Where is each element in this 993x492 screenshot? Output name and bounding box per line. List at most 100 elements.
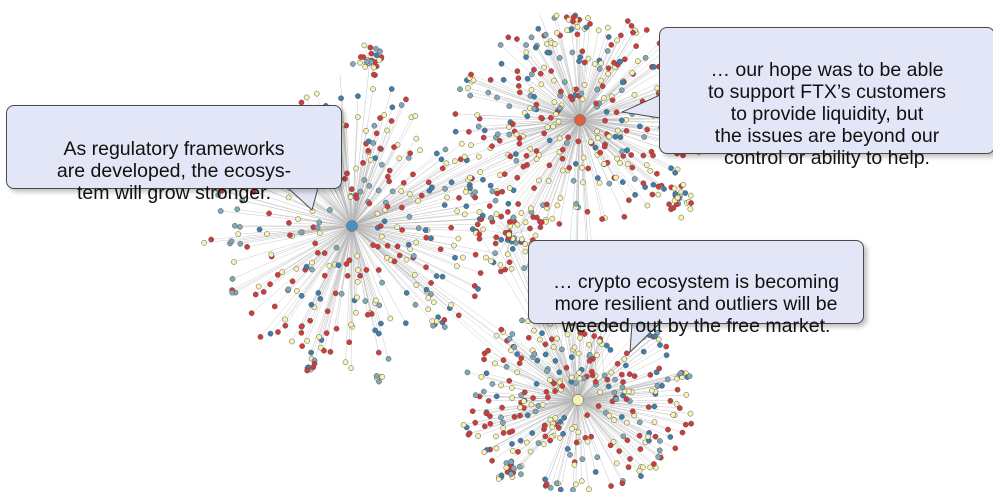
graph-node — [553, 335, 560, 342]
graph-node — [506, 377, 513, 384]
graph-node — [282, 316, 288, 323]
graph-node — [472, 392, 479, 398]
graph-node — [493, 445, 500, 452]
graph-node — [448, 224, 455, 231]
graph-node — [410, 253, 417, 259]
graph-node — [618, 32, 624, 39]
graph-node — [569, 425, 575, 432]
graph-node — [412, 113, 419, 119]
graph-node — [327, 349, 334, 355]
graph-node — [481, 423, 488, 430]
graph-node — [500, 425, 507, 432]
graph-node — [663, 343, 670, 350]
graph-node — [518, 210, 525, 216]
graph-node — [543, 389, 550, 395]
graph-node — [375, 267, 382, 273]
graph-node — [508, 265, 515, 272]
graph-node — [399, 227, 405, 233]
graph-node — [527, 145, 534, 152]
graph-node — [378, 320, 384, 327]
graph-node — [586, 358, 593, 364]
graph-node — [549, 424, 556, 431]
graph-node — [439, 273, 446, 280]
graph-node — [579, 48, 586, 55]
graph-node — [487, 420, 494, 427]
graph-node — [501, 171, 508, 177]
graph-node — [289, 278, 296, 285]
graph-node — [287, 232, 293, 239]
graph-node — [514, 36, 520, 42]
graph-node — [523, 54, 529, 60]
graph-node — [481, 127, 488, 134]
graph-node — [596, 66, 603, 72]
hub-node-red — [574, 114, 586, 126]
graph-node — [575, 350, 582, 357]
graph-node — [650, 181, 657, 188]
graph-node — [384, 203, 391, 210]
graph-node — [522, 219, 529, 226]
graph-node — [605, 65, 612, 71]
graph-node — [637, 123, 643, 130]
graph-node — [553, 12, 560, 19]
graph-node — [489, 143, 495, 149]
graph-node — [452, 158, 458, 165]
graph-node — [481, 449, 488, 456]
graph-node — [333, 244, 340, 251]
graph-node — [311, 360, 318, 367]
graph-node — [623, 396, 630, 403]
graph-node — [643, 27, 650, 33]
graph-node — [452, 254, 458, 261]
graph-node — [413, 239, 420, 246]
graph-node — [377, 145, 383, 152]
graph-node — [370, 242, 376, 248]
graph-node — [636, 419, 643, 426]
graph-node — [506, 259, 513, 266]
graph-node — [547, 377, 553, 383]
graph-node — [524, 113, 531, 120]
graph-node — [461, 211, 468, 218]
graph-node — [521, 265, 528, 272]
graph-node — [531, 327, 537, 334]
graph-node — [531, 66, 537, 73]
graph-node — [551, 77, 557, 84]
graph-node — [509, 331, 516, 337]
graph-node — [633, 43, 639, 49]
graph-node — [629, 408, 636, 415]
graph-node — [285, 194, 292, 201]
graph-node — [652, 333, 658, 340]
graph-node — [657, 342, 663, 348]
graph-node — [468, 71, 474, 78]
graph-node — [604, 376, 611, 383]
graph-node — [477, 169, 484, 175]
graph-node — [353, 309, 359, 316]
graph-node — [687, 410, 694, 417]
graph-node — [342, 175, 348, 182]
graph-node — [538, 114, 544, 121]
graph-node — [357, 59, 363, 66]
graph-node — [557, 486, 564, 492]
graph-node — [430, 322, 436, 329]
graph-node — [375, 243, 381, 250]
graph-node — [559, 155, 566, 162]
graph-node — [362, 298, 369, 304]
graph-node — [308, 301, 315, 308]
graph-node — [267, 330, 274, 337]
graph-node — [506, 336, 513, 342]
graph-node — [587, 21, 593, 27]
graph-node — [606, 133, 613, 140]
graph-node — [313, 90, 320, 97]
graph-node — [513, 158, 520, 164]
graph-node — [428, 291, 434, 297]
graph-node — [461, 153, 468, 160]
graph-node — [581, 59, 588, 66]
graph-node — [623, 127, 630, 134]
graph-node — [496, 137, 503, 144]
graph-node — [537, 336, 543, 343]
graph-node — [644, 126, 651, 133]
graph-node — [647, 464, 653, 471]
graph-node — [377, 223, 384, 229]
graph-node — [571, 344, 578, 351]
graph-node — [614, 127, 621, 134]
graph-node — [379, 374, 386, 380]
graph-node — [327, 207, 333, 213]
